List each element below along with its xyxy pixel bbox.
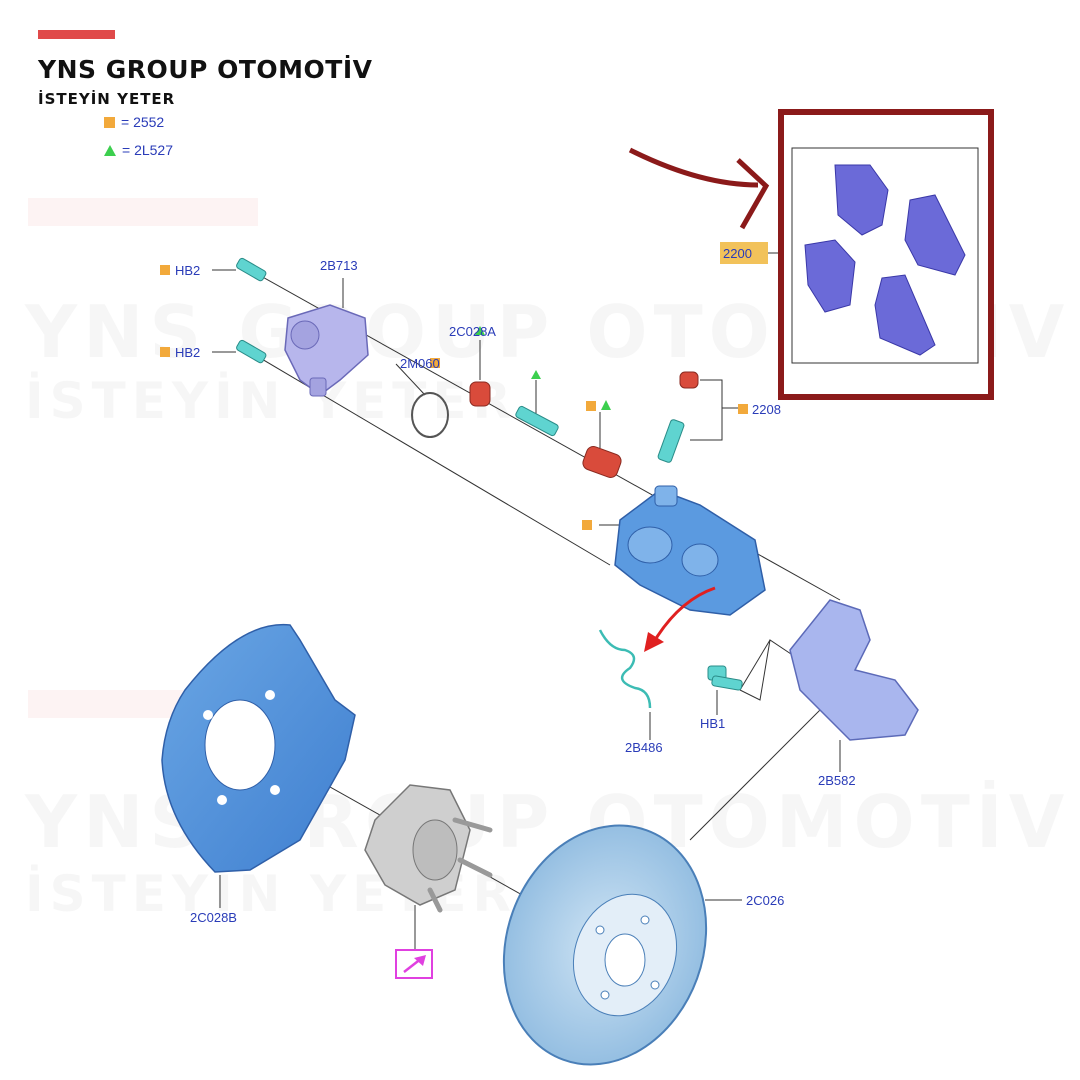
curved-arrow-icon bbox=[644, 586, 716, 652]
part-label-hb2-bottom: HB2 bbox=[175, 345, 200, 360]
part-label-box bbox=[720, 242, 768, 264]
watermark-stripe bbox=[28, 198, 258, 226]
brand-slogan: İSTEYİN YETER bbox=[38, 90, 176, 108]
bleeder-screw bbox=[657, 419, 685, 463]
legend-text: = 2L527 bbox=[122, 142, 173, 158]
square-marker-icon bbox=[160, 265, 170, 275]
brake-caliper bbox=[614, 485, 766, 616]
bleeder-cap bbox=[679, 371, 699, 389]
triangle-marker-icon bbox=[531, 370, 541, 379]
part-label-2b713: 2B713 bbox=[320, 258, 358, 273]
square-marker-icon bbox=[430, 358, 440, 368]
wheel-hub bbox=[364, 784, 493, 913]
hb2-bolt-bottom bbox=[236, 339, 267, 364]
part-label-2c028b: 2C028B bbox=[190, 910, 237, 925]
arrow-box-icon bbox=[395, 949, 433, 979]
triangle-marker-icon bbox=[601, 400, 611, 410]
curved-arrow-icon bbox=[628, 147, 770, 230]
guide-pin bbox=[515, 405, 559, 437]
part-label-2b582: 2B582 bbox=[818, 773, 856, 788]
wear-sensor-wire bbox=[598, 629, 652, 709]
brake-disc bbox=[502, 824, 708, 1066]
part-label-hb1: HB1 bbox=[700, 716, 725, 731]
legend-text: = 2552 bbox=[121, 114, 165, 130]
square-marker-icon bbox=[160, 347, 170, 357]
triangle-marker-icon bbox=[475, 326, 485, 335]
part-label-2c028a: 2C028A bbox=[449, 324, 496, 339]
square-marker-icon bbox=[586, 401, 596, 411]
part-label-2b486: 2B486 bbox=[625, 740, 663, 755]
o-ring bbox=[411, 392, 449, 438]
brand-name: YNS GROUP OTOMOTİV bbox=[38, 55, 373, 84]
park-brake-motor bbox=[284, 304, 369, 397]
square-marker-icon bbox=[582, 520, 592, 530]
hb2-bolt-top bbox=[236, 257, 267, 282]
hb1-bolt bbox=[707, 665, 743, 691]
part-label-2c026: 2C026 bbox=[746, 893, 784, 908]
caliper-bracket bbox=[789, 599, 919, 741]
part-label-2208: 2208 bbox=[752, 402, 781, 417]
piston-cap bbox=[469, 381, 491, 407]
brand-accent-bar bbox=[38, 30, 115, 39]
legend-item-2552: = 2552 bbox=[104, 114, 164, 130]
legend-item-2l527: = 2L527 bbox=[104, 142, 173, 158]
part-label-2m060: 2M060 bbox=[400, 356, 440, 371]
part-label-2200: 2200 bbox=[723, 246, 752, 261]
brake-pads-highlight bbox=[778, 109, 994, 400]
square-marker-icon bbox=[104, 116, 115, 128]
dust-shield bbox=[161, 623, 356, 873]
square-marker-icon bbox=[738, 404, 748, 414]
part-label-hb2-top: HB2 bbox=[175, 263, 200, 278]
guide-sleeve bbox=[582, 446, 622, 478]
triangle-marker-icon bbox=[104, 144, 116, 156]
